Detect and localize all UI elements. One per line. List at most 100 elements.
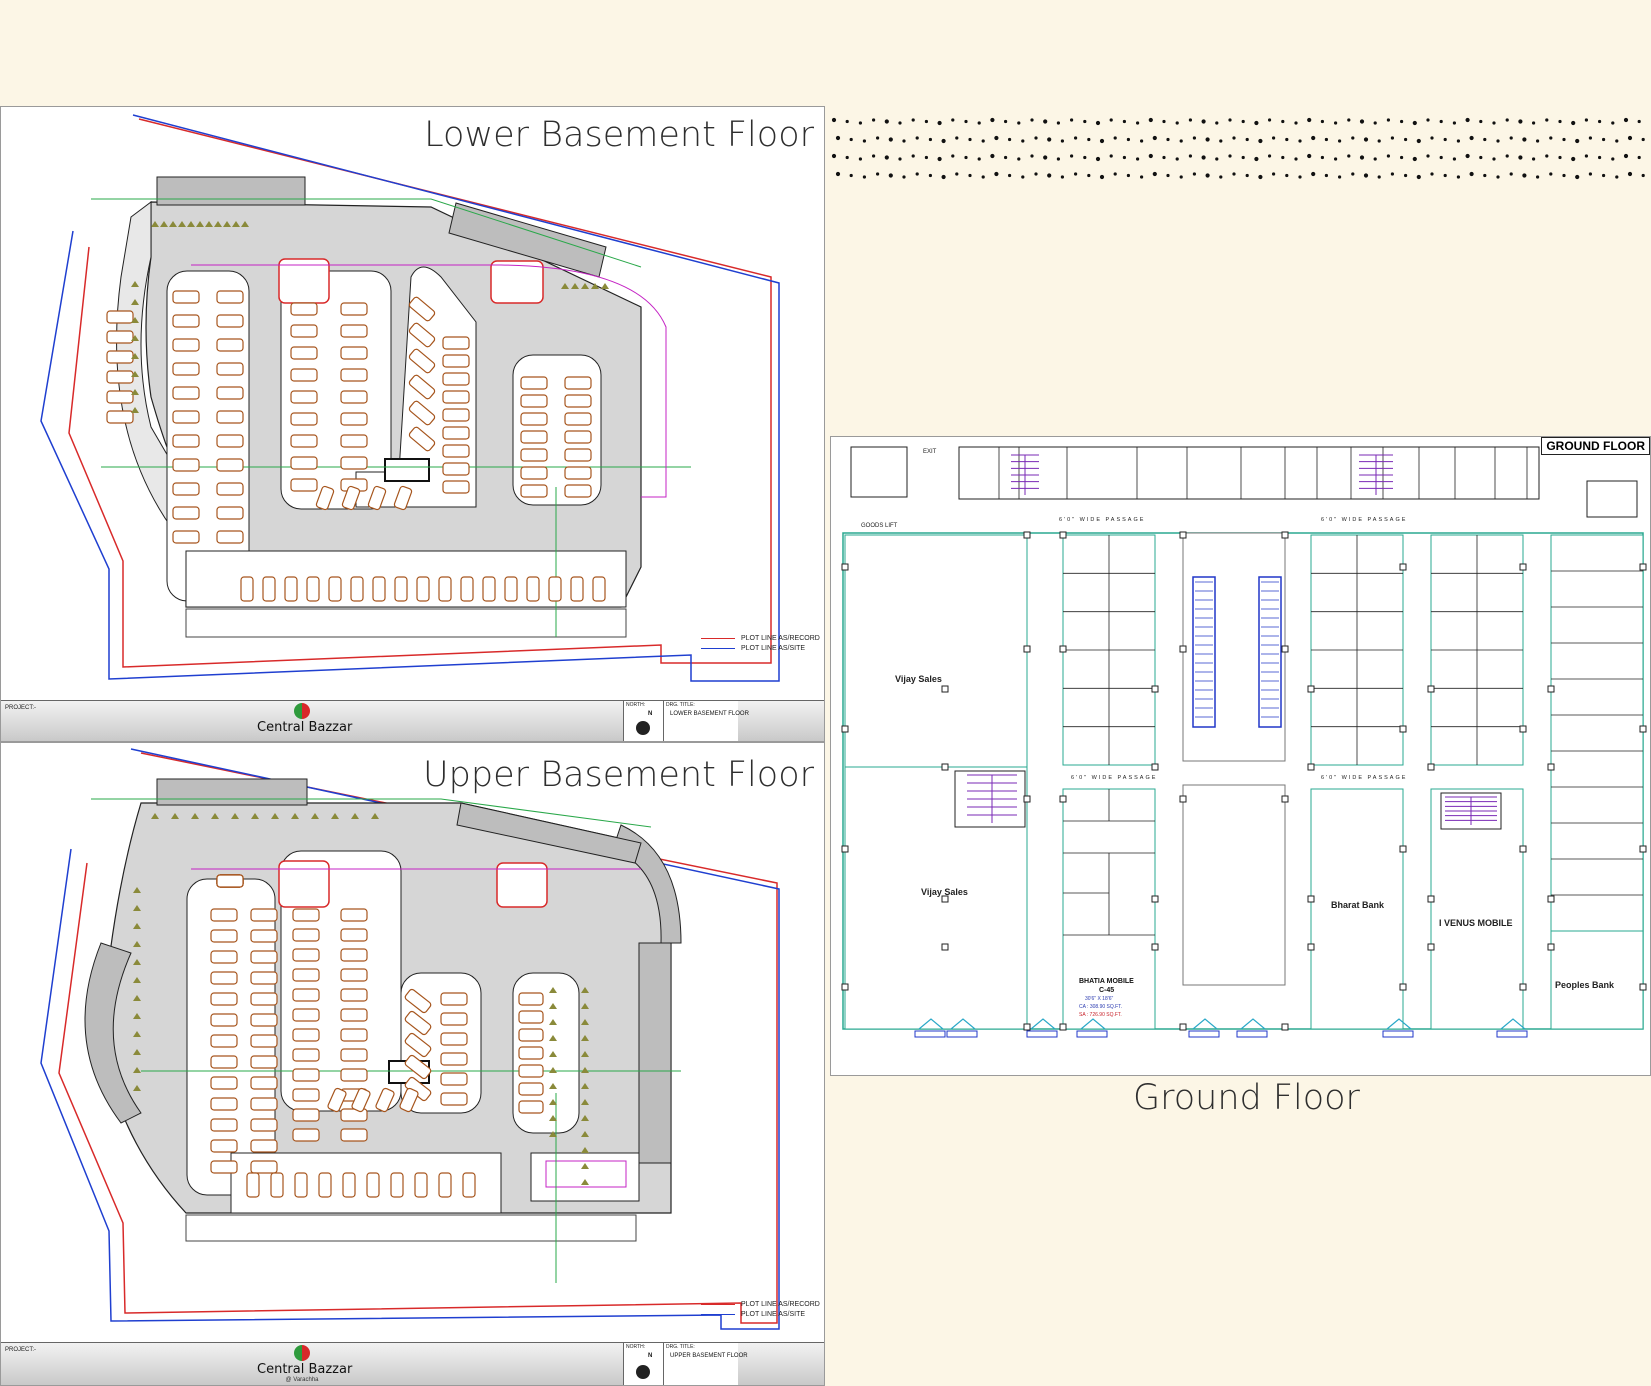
decor-dot bbox=[1201, 155, 1206, 160]
decor-dot bbox=[1215, 157, 1219, 161]
car-icon bbox=[290, 456, 318, 470]
arrow-icon bbox=[549, 1131, 557, 1137]
car-icon bbox=[408, 322, 436, 348]
car-icon bbox=[290, 434, 318, 448]
decor-dot bbox=[1017, 121, 1021, 125]
car-icon bbox=[340, 1128, 368, 1142]
car-icon bbox=[340, 1048, 368, 1062]
car-icon bbox=[340, 456, 368, 470]
car-icon bbox=[442, 426, 470, 440]
arrow-icon bbox=[131, 389, 139, 395]
decor-dot bbox=[1363, 137, 1369, 142]
car-icon bbox=[210, 1034, 238, 1048]
entry-door-icon bbox=[1030, 1018, 1056, 1030]
decor-dot bbox=[1113, 172, 1117, 176]
decor-dot bbox=[1615, 175, 1619, 179]
decor-dot bbox=[831, 153, 837, 159]
car-icon bbox=[284, 576, 298, 602]
car-icon bbox=[520, 394, 548, 408]
car-icon bbox=[520, 484, 548, 498]
decor-dot bbox=[937, 120, 942, 126]
upper-title-block: PROJECT:- Central Bazzar @ Varachha NORT… bbox=[1, 1342, 824, 1385]
decor-dot bbox=[1465, 153, 1470, 159]
decor-dot bbox=[1056, 121, 1060, 125]
car-icon bbox=[408, 348, 436, 374]
decor-dot bbox=[1351, 136, 1355, 140]
car-icon bbox=[408, 374, 436, 400]
arrow-icon bbox=[133, 941, 141, 947]
decor-dot bbox=[1518, 119, 1523, 124]
entry-door-icon bbox=[1386, 1018, 1412, 1030]
arrow-icon bbox=[581, 1051, 589, 1057]
car-icon bbox=[408, 426, 436, 452]
decor-dot bbox=[1099, 138, 1105, 144]
decor-dot bbox=[1241, 155, 1245, 160]
decor-dot bbox=[1083, 155, 1087, 160]
decor-dot bbox=[862, 139, 866, 143]
decor-dot bbox=[1258, 174, 1263, 180]
car-icon bbox=[442, 372, 470, 386]
car-icon bbox=[520, 376, 548, 390]
decor-dot bbox=[1070, 118, 1074, 122]
car-icon bbox=[216, 530, 244, 544]
car-icon bbox=[570, 576, 584, 602]
compass-icon bbox=[636, 1365, 650, 1379]
structural-column bbox=[1639, 563, 1647, 571]
arrow-icon bbox=[133, 1031, 141, 1037]
decor-dot bbox=[1452, 157, 1456, 161]
structural-column bbox=[1151, 943, 1159, 951]
decor-dot bbox=[1386, 118, 1390, 122]
arrow-icon bbox=[131, 317, 139, 323]
toilet-block-left bbox=[850, 446, 908, 498]
legend-swatch-record bbox=[701, 637, 735, 639]
decor-dot bbox=[1351, 172, 1355, 176]
decor-dot bbox=[1030, 118, 1034, 122]
decor-dot bbox=[1623, 153, 1629, 159]
decor-dot bbox=[1152, 171, 1157, 177]
car-icon bbox=[440, 1092, 468, 1106]
decor-dot bbox=[1496, 175, 1500, 179]
car-icon bbox=[440, 1032, 468, 1046]
north-box: NORTH: N bbox=[623, 1343, 664, 1385]
decor-dot bbox=[1338, 175, 1342, 179]
car-icon bbox=[250, 1139, 278, 1153]
decor-dot bbox=[994, 135, 999, 141]
decor-dot bbox=[898, 157, 902, 161]
drawing-title-box: DRG. TITLE: LOWER BASEMENT FLOOR bbox=[663, 701, 749, 741]
arrow-icon bbox=[131, 407, 139, 413]
car-icon bbox=[210, 908, 238, 922]
ramp-top-left bbox=[156, 176, 306, 206]
decor-dot bbox=[1298, 139, 1302, 143]
car-icon bbox=[210, 1055, 238, 1069]
bhatia-size-label: 30'6" X 18'6" bbox=[1085, 996, 1113, 1002]
decor-dot bbox=[1060, 139, 1064, 143]
arrow-icon bbox=[178, 221, 186, 227]
stair-core-2 bbox=[496, 862, 548, 908]
car-icon bbox=[292, 1088, 320, 1102]
arrow-icon bbox=[331, 813, 339, 819]
car-icon bbox=[306, 576, 320, 602]
plot-line-record bbox=[68, 118, 772, 668]
decor-dot bbox=[1087, 137, 1091, 142]
decor-dot bbox=[1347, 154, 1351, 158]
lower-basement-plan bbox=[40, 114, 780, 682]
entry-door-icon bbox=[1192, 1018, 1218, 1030]
car-icon bbox=[518, 1064, 544, 1078]
arrow-icon bbox=[581, 1003, 589, 1009]
decor-dot bbox=[1004, 119, 1008, 124]
car-icon bbox=[172, 314, 200, 328]
structural-column bbox=[1399, 983, 1407, 991]
structural-column bbox=[1281, 645, 1289, 653]
decor-dot bbox=[1492, 121, 1496, 125]
car-icon bbox=[438, 1172, 452, 1198]
car-icon bbox=[210, 992, 238, 1006]
car-icon bbox=[172, 482, 200, 496]
car-icon bbox=[327, 1087, 347, 1113]
car-icon bbox=[340, 302, 368, 316]
car-icon bbox=[340, 1008, 368, 1022]
decor-dot bbox=[911, 154, 915, 158]
north-box: NORTH: N bbox=[623, 701, 664, 741]
drawing-title: UPPER BASEMENT FLOOR bbox=[670, 1353, 748, 1359]
upper-basement-plan bbox=[40, 748, 780, 1330]
decor-dot bbox=[1311, 171, 1316, 177]
